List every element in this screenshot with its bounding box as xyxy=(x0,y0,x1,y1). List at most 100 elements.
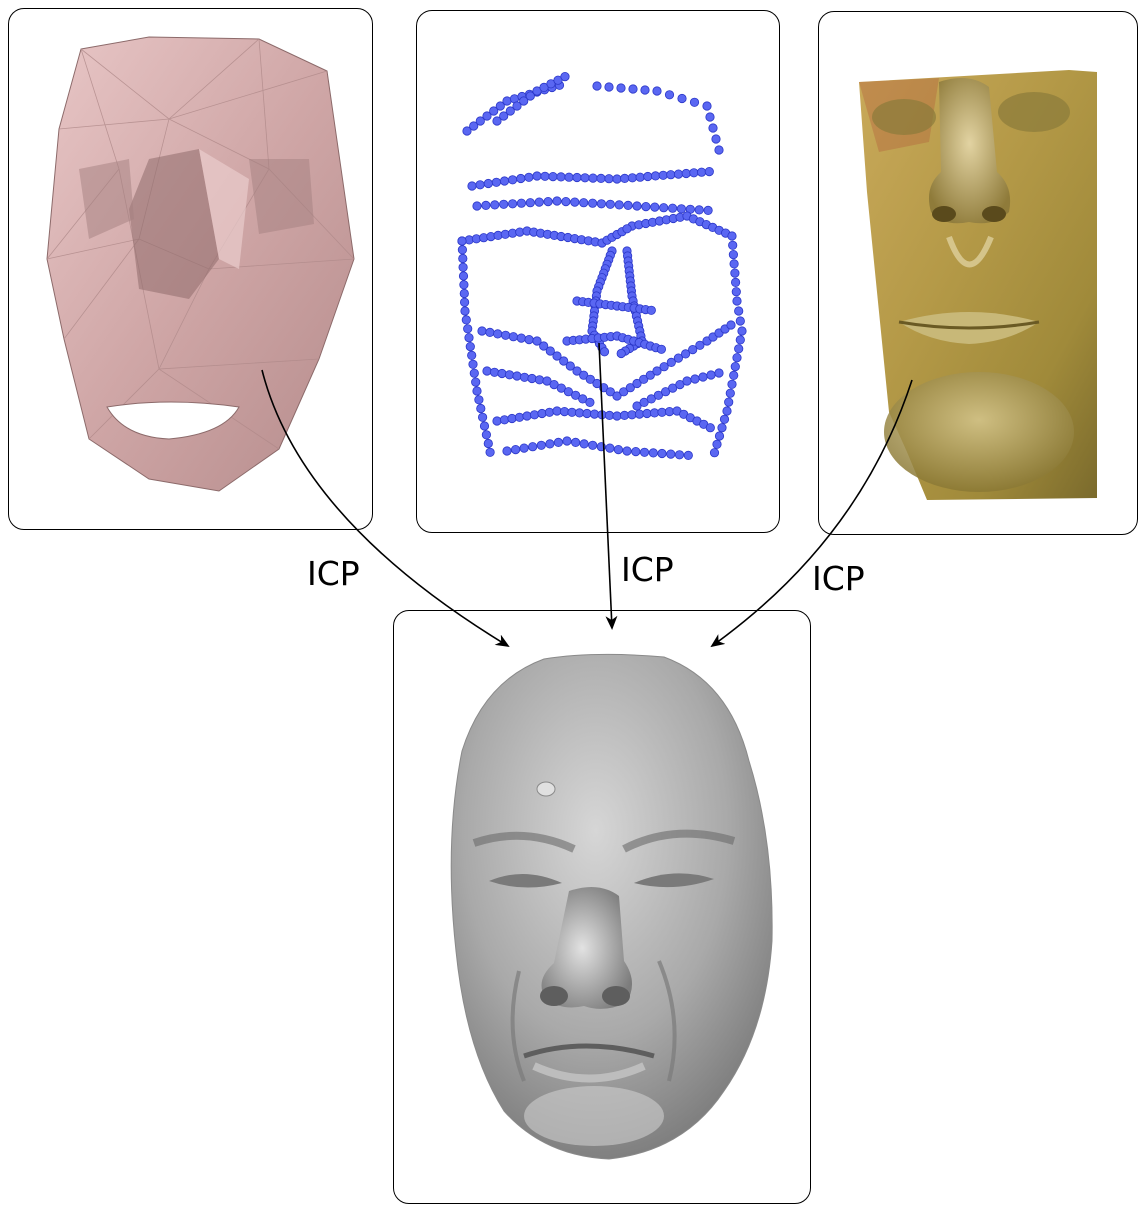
point-bead xyxy=(500,200,508,208)
point-bead xyxy=(513,372,521,380)
point-bead xyxy=(505,371,513,379)
point-bead xyxy=(480,422,488,430)
point-bead xyxy=(475,396,483,404)
point-bead xyxy=(605,83,613,91)
point-bead xyxy=(465,334,473,342)
point-bead xyxy=(675,451,683,459)
point-bead xyxy=(478,413,486,421)
point-bead xyxy=(483,367,491,375)
volume-render-face-panel xyxy=(818,11,1138,535)
point-bead xyxy=(623,225,631,233)
point-bead xyxy=(668,204,676,212)
point-bead xyxy=(704,206,712,214)
point-bead xyxy=(486,448,494,456)
point-bead xyxy=(554,438,562,446)
point-bead xyxy=(459,254,467,262)
point-bead xyxy=(683,377,691,385)
point-bead xyxy=(538,409,546,417)
point-bead xyxy=(657,345,665,353)
point-bead xyxy=(530,411,538,419)
point-bead xyxy=(621,174,629,182)
point-bead xyxy=(691,375,699,383)
target-surface-face-panel xyxy=(393,610,811,1204)
point-bead xyxy=(589,174,597,182)
point-bead xyxy=(715,432,723,440)
point-bead xyxy=(729,241,737,249)
point-bead xyxy=(709,124,717,132)
point-bead xyxy=(460,289,468,297)
point-bead xyxy=(589,441,597,449)
point-bead xyxy=(529,443,537,451)
point-bead xyxy=(565,173,573,181)
point-bead xyxy=(473,387,481,395)
point-bead xyxy=(459,263,467,271)
point-bead xyxy=(462,316,470,324)
point-bead xyxy=(557,173,565,181)
point-bead xyxy=(581,174,589,182)
point-bead xyxy=(478,327,486,335)
point-bead xyxy=(667,450,675,458)
point-bead xyxy=(593,82,601,90)
volume-render-face-icon xyxy=(819,12,1138,535)
point-bead xyxy=(517,174,525,182)
point-bead xyxy=(476,181,484,189)
point-bead xyxy=(493,417,501,425)
point-bead xyxy=(723,407,731,415)
point-bead xyxy=(458,246,466,254)
point-bead xyxy=(660,204,668,212)
mesh-face-panel xyxy=(8,8,373,530)
point-bead xyxy=(731,362,739,370)
point-bead xyxy=(600,348,608,356)
point-bead xyxy=(520,373,528,381)
point-bead xyxy=(629,85,637,93)
point-bead xyxy=(614,445,622,453)
point-cloud-face-panel xyxy=(416,10,780,533)
point-bead xyxy=(730,371,738,379)
point-bead xyxy=(651,172,659,180)
point-bead xyxy=(636,173,644,181)
point-bead xyxy=(472,378,480,386)
point-bead xyxy=(677,205,685,213)
point-bead xyxy=(515,413,523,421)
point-bead xyxy=(503,97,511,105)
point-bead xyxy=(735,345,743,353)
point-bead xyxy=(571,438,579,446)
point-bead xyxy=(615,201,623,209)
point-bead xyxy=(498,369,506,377)
point-bead xyxy=(590,410,598,418)
point-bead xyxy=(712,135,720,143)
point-bead xyxy=(486,328,494,336)
point-bead xyxy=(482,431,490,439)
point-bead xyxy=(690,98,698,106)
point-bead xyxy=(731,269,739,277)
triangle-mesh-face-icon xyxy=(9,9,373,530)
point-bead xyxy=(494,330,502,338)
point-bead xyxy=(715,369,723,377)
point-bead xyxy=(690,169,698,177)
point-bead xyxy=(710,449,718,457)
point-bead xyxy=(706,113,714,121)
point-bead xyxy=(606,444,614,452)
point-bead xyxy=(732,288,740,296)
point-bead xyxy=(728,380,736,388)
point-bead xyxy=(736,336,744,344)
point-bead xyxy=(674,170,682,178)
point-bead xyxy=(562,197,570,205)
point-bead xyxy=(528,374,536,382)
point-bead xyxy=(733,354,741,362)
point-bead xyxy=(468,182,476,190)
point-bead xyxy=(586,398,594,406)
point-bead xyxy=(658,449,666,457)
point-bead xyxy=(697,168,705,176)
point-bead xyxy=(653,87,661,95)
point-bead xyxy=(490,368,498,376)
point-bead xyxy=(617,84,625,92)
point-bead xyxy=(641,86,649,94)
point-bead xyxy=(526,199,534,207)
point-bead xyxy=(658,408,666,416)
edge-label-icp-center: ICP xyxy=(621,553,674,586)
point-bead xyxy=(727,321,735,329)
edge-label-icp-right: ICP xyxy=(812,562,865,595)
point-bead xyxy=(718,424,726,432)
point-bead xyxy=(466,342,474,350)
